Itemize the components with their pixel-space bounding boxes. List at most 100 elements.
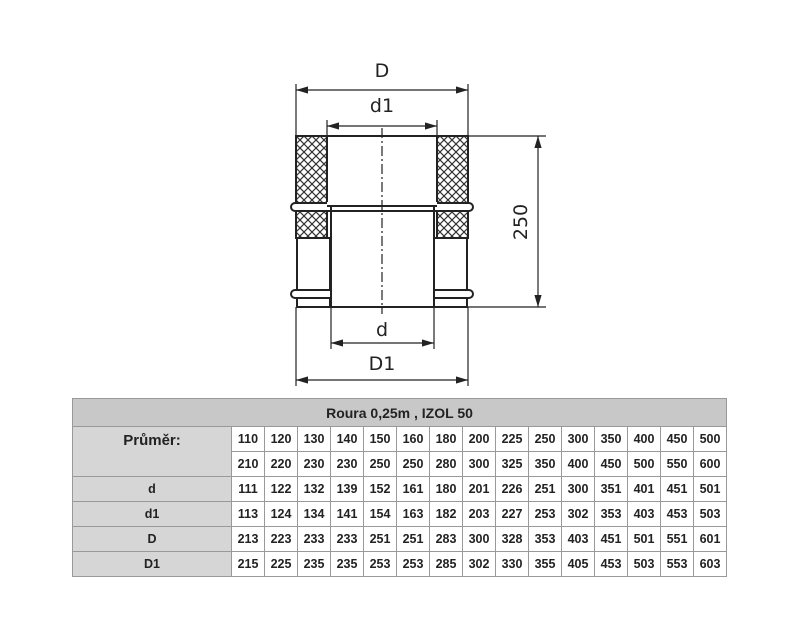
table-cell: 161 (396, 476, 430, 502)
table-cell: 200 (462, 426, 496, 452)
table-cell: 600 (693, 451, 727, 477)
table-cell: 226 (495, 476, 529, 502)
table-cell: 353 (594, 501, 628, 527)
label-D1: D1 (369, 353, 396, 375)
table-cell: 280 (429, 451, 463, 477)
table-cell: 113 (231, 501, 265, 527)
table-cell: 351 (594, 476, 628, 502)
table-cell: 233 (297, 526, 331, 552)
table-cell: 122 (264, 476, 298, 502)
table-cell: 235 (297, 551, 331, 577)
insulation-left (295, 135, 328, 239)
table-cell: 182 (429, 501, 463, 527)
table-cell: 453 (660, 501, 694, 527)
table-cell: 553 (660, 551, 694, 577)
table-cell: 124 (264, 501, 298, 527)
table-cell: 233 (330, 526, 364, 552)
table-cell: 150 (363, 426, 397, 452)
label-D: D (375, 60, 390, 82)
table-cell: 251 (396, 526, 430, 552)
table-cell: 253 (396, 551, 430, 577)
table-cell: 140 (330, 426, 364, 452)
table-cell: 230 (297, 451, 331, 477)
table-cell: 405 (561, 551, 595, 577)
row-label: D (72, 526, 232, 552)
table-cell: 223 (264, 526, 298, 552)
table-cell: 180 (429, 426, 463, 452)
table-cell: 302 (462, 551, 496, 577)
table-cell: 225 (495, 426, 529, 452)
table-cell: 203 (462, 501, 496, 527)
table-cell: 160 (396, 426, 430, 452)
table-cell: 401 (627, 476, 661, 502)
table-cell: 154 (363, 501, 397, 527)
table-cell: 251 (363, 526, 397, 552)
table-cell: 225 (264, 551, 298, 577)
label-d: d (376, 319, 388, 341)
table-cell: 130 (297, 426, 331, 452)
table-cell: 215 (231, 551, 265, 577)
table-cell: 210 (231, 451, 265, 477)
table-cell: 134 (297, 501, 331, 527)
table-cell: 503 (627, 551, 661, 577)
table-cell: 550 (660, 451, 694, 477)
table-cell: 451 (660, 476, 694, 502)
table-cell: 501 (627, 526, 661, 552)
table-cell: 601 (693, 526, 727, 552)
table-cell: 350 (528, 451, 562, 477)
table-cell: 403 (627, 501, 661, 527)
table-cell: 355 (528, 551, 562, 577)
table-cell: 603 (693, 551, 727, 577)
table-cell: 300 (462, 526, 496, 552)
row-label: d (72, 476, 232, 502)
table-cell: 451 (594, 526, 628, 552)
table-cell: 400 (627, 426, 661, 452)
table-cell: 400 (561, 451, 595, 477)
table-cell: 152 (363, 476, 397, 502)
table-cell: 227 (495, 501, 529, 527)
table-cell: 251 (528, 476, 562, 502)
table-cell: 283 (429, 526, 463, 552)
table-cell: 213 (231, 526, 265, 552)
table-cell: 132 (297, 476, 331, 502)
table-cell: 180 (429, 476, 463, 502)
table-cell: 220 (264, 451, 298, 477)
table-cell: 501 (693, 476, 727, 502)
table-cell: 201 (462, 476, 496, 502)
table-cell: 353 (528, 526, 562, 552)
table-cell: 325 (495, 451, 529, 477)
table-cell: 250 (528, 426, 562, 452)
table-cell: 110 (231, 426, 265, 452)
table-cell: 139 (330, 476, 364, 502)
table-cell: 120 (264, 426, 298, 452)
table-cell: 302 (561, 501, 595, 527)
table-cell: 450 (660, 426, 694, 452)
table-cell: 300 (462, 451, 496, 477)
table-cell: 141 (330, 501, 364, 527)
table-cell: 250 (396, 451, 430, 477)
label-d1: d1 (370, 95, 394, 117)
table-cell: 403 (561, 526, 595, 552)
row-label: Průměr: (72, 426, 232, 477)
table-cell: 250 (363, 451, 397, 477)
table-cell: 453 (594, 551, 628, 577)
insulation-right (436, 135, 469, 239)
table-cell: 300 (561, 426, 595, 452)
row-label: D1 (72, 551, 232, 577)
table-cell: 330 (495, 551, 529, 577)
table-cell: 551 (660, 526, 694, 552)
row-label: d1 (72, 501, 232, 527)
table-cell: 163 (396, 501, 430, 527)
table-cell: 253 (363, 551, 397, 577)
table-cell: 503 (693, 501, 727, 527)
table-title: Roura 0,25m , IZOL 50 (72, 398, 727, 427)
table-cell: 111 (231, 476, 265, 502)
label-height: 250 (510, 204, 532, 240)
